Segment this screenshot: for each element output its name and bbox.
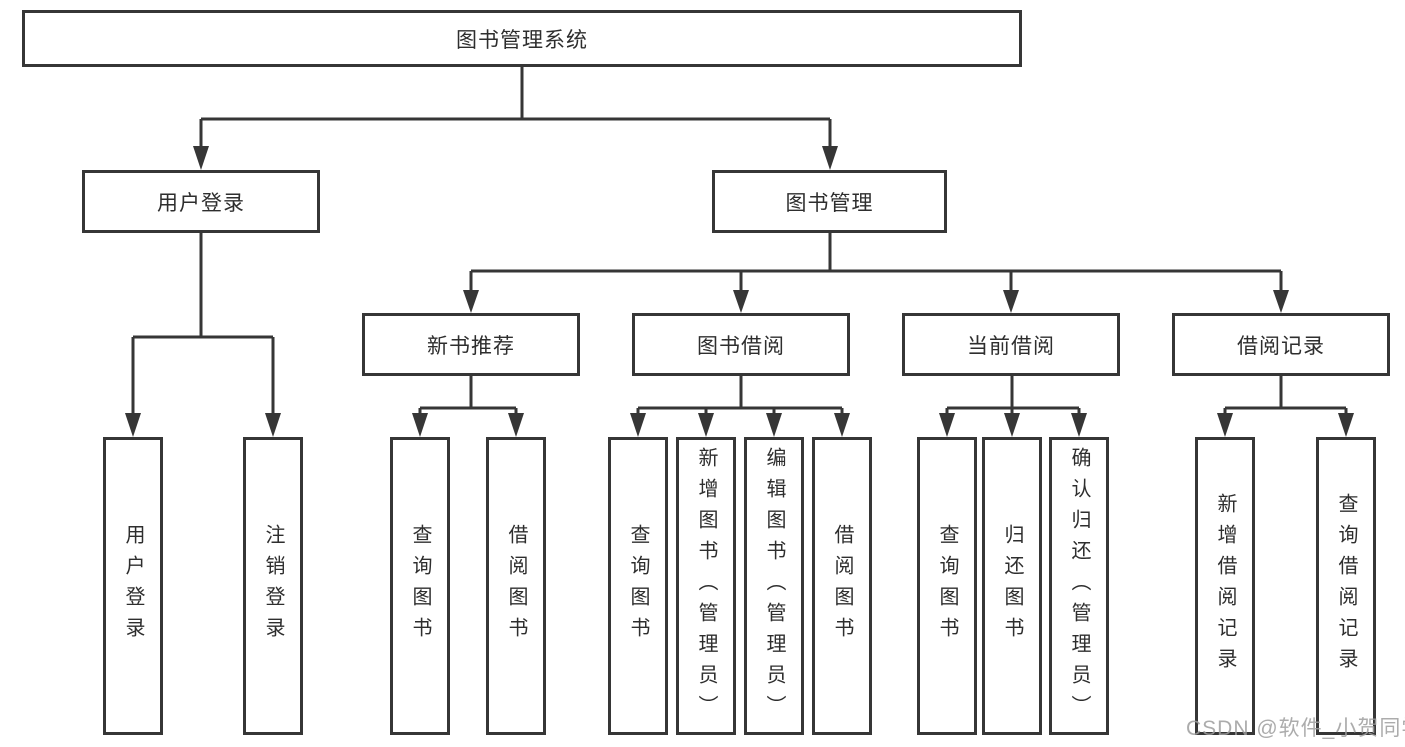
node-book-management-label: 图书管理 [785,191,874,215]
leaf-borrow-edit-books-admin-label: 编辑图书（管理员） [763,446,785,726]
leaf-records-query-record: 查询借阅记录 [1316,437,1376,735]
leaf-current-query-books-label: 查询图书 [936,524,958,648]
leaf-logout-label: 注销登录 [262,524,284,648]
leaf-borrow-edit-books-admin: 编辑图书（管理员） [744,437,804,735]
node-user-login-label: 用户登录 [157,191,245,215]
leaf-borrow-add-books-admin: 新增图书（管理员） [676,437,736,735]
node-new-book-recommend: 新书推荐 [362,313,580,376]
node-root-library-system: 图书管理系统 [22,10,1022,67]
leaf-current-query-books: 查询图书 [917,437,977,735]
leaf-borrow-query-books-label: 查询图书 [627,524,649,648]
leaf-borrow-borrow-books: 借阅图书 [812,437,872,735]
leaf-records-add-record: 新增借阅记录 [1195,437,1255,735]
leaf-borrow-add-books-admin-label: 新增图书（管理员） [695,446,717,726]
leaf-user-login-label: 用户登录 [122,524,144,648]
arrowhead-icons [125,146,1354,437]
node-borrow-records-label: 借阅记录 [1237,334,1325,358]
node-borrow-records: 借阅记录 [1172,313,1390,376]
leaf-records-add-record-label: 新增借阅记录 [1214,493,1236,679]
node-current-borrow-label: 当前借阅 [967,334,1055,358]
leaf-recommend-query-books-label: 查询图书 [409,524,431,648]
node-user-login: 用户登录 [82,170,320,233]
leaf-logout: 注销登录 [243,437,303,735]
leaf-current-confirm-return-admin-label: 确认归还（管理员） [1068,446,1090,726]
leaf-current-return-books: 归还图书 [982,437,1042,735]
node-root-label: 图书管理系统 [456,28,588,52]
node-book-borrow: 图书借阅 [632,313,850,376]
leaf-current-return-books-label: 归还图书 [1001,524,1023,648]
leaf-borrow-query-books: 查询图书 [608,437,668,735]
csdn-watermark: CSDN @软件_小贺同学 [1186,717,1405,740]
node-current-borrow: 当前借阅 [902,313,1120,376]
leaf-borrow-borrow-books-label: 借阅图书 [831,524,853,648]
leaf-recommend-borrow-books-label: 借阅图书 [505,524,527,648]
leaf-records-query-record-label: 查询借阅记录 [1335,493,1357,679]
leaf-recommend-query-books: 查询图书 [390,437,450,735]
leaf-user-login: 用户登录 [103,437,163,735]
node-new-book-recommend-label: 新书推荐 [427,334,515,358]
leaf-current-confirm-return-admin: 确认归还（管理员） [1049,437,1109,735]
leaf-recommend-borrow-books: 借阅图书 [486,437,546,735]
node-book-borrow-label: 图书借阅 [697,334,785,358]
node-book-management: 图书管理 [712,170,947,233]
